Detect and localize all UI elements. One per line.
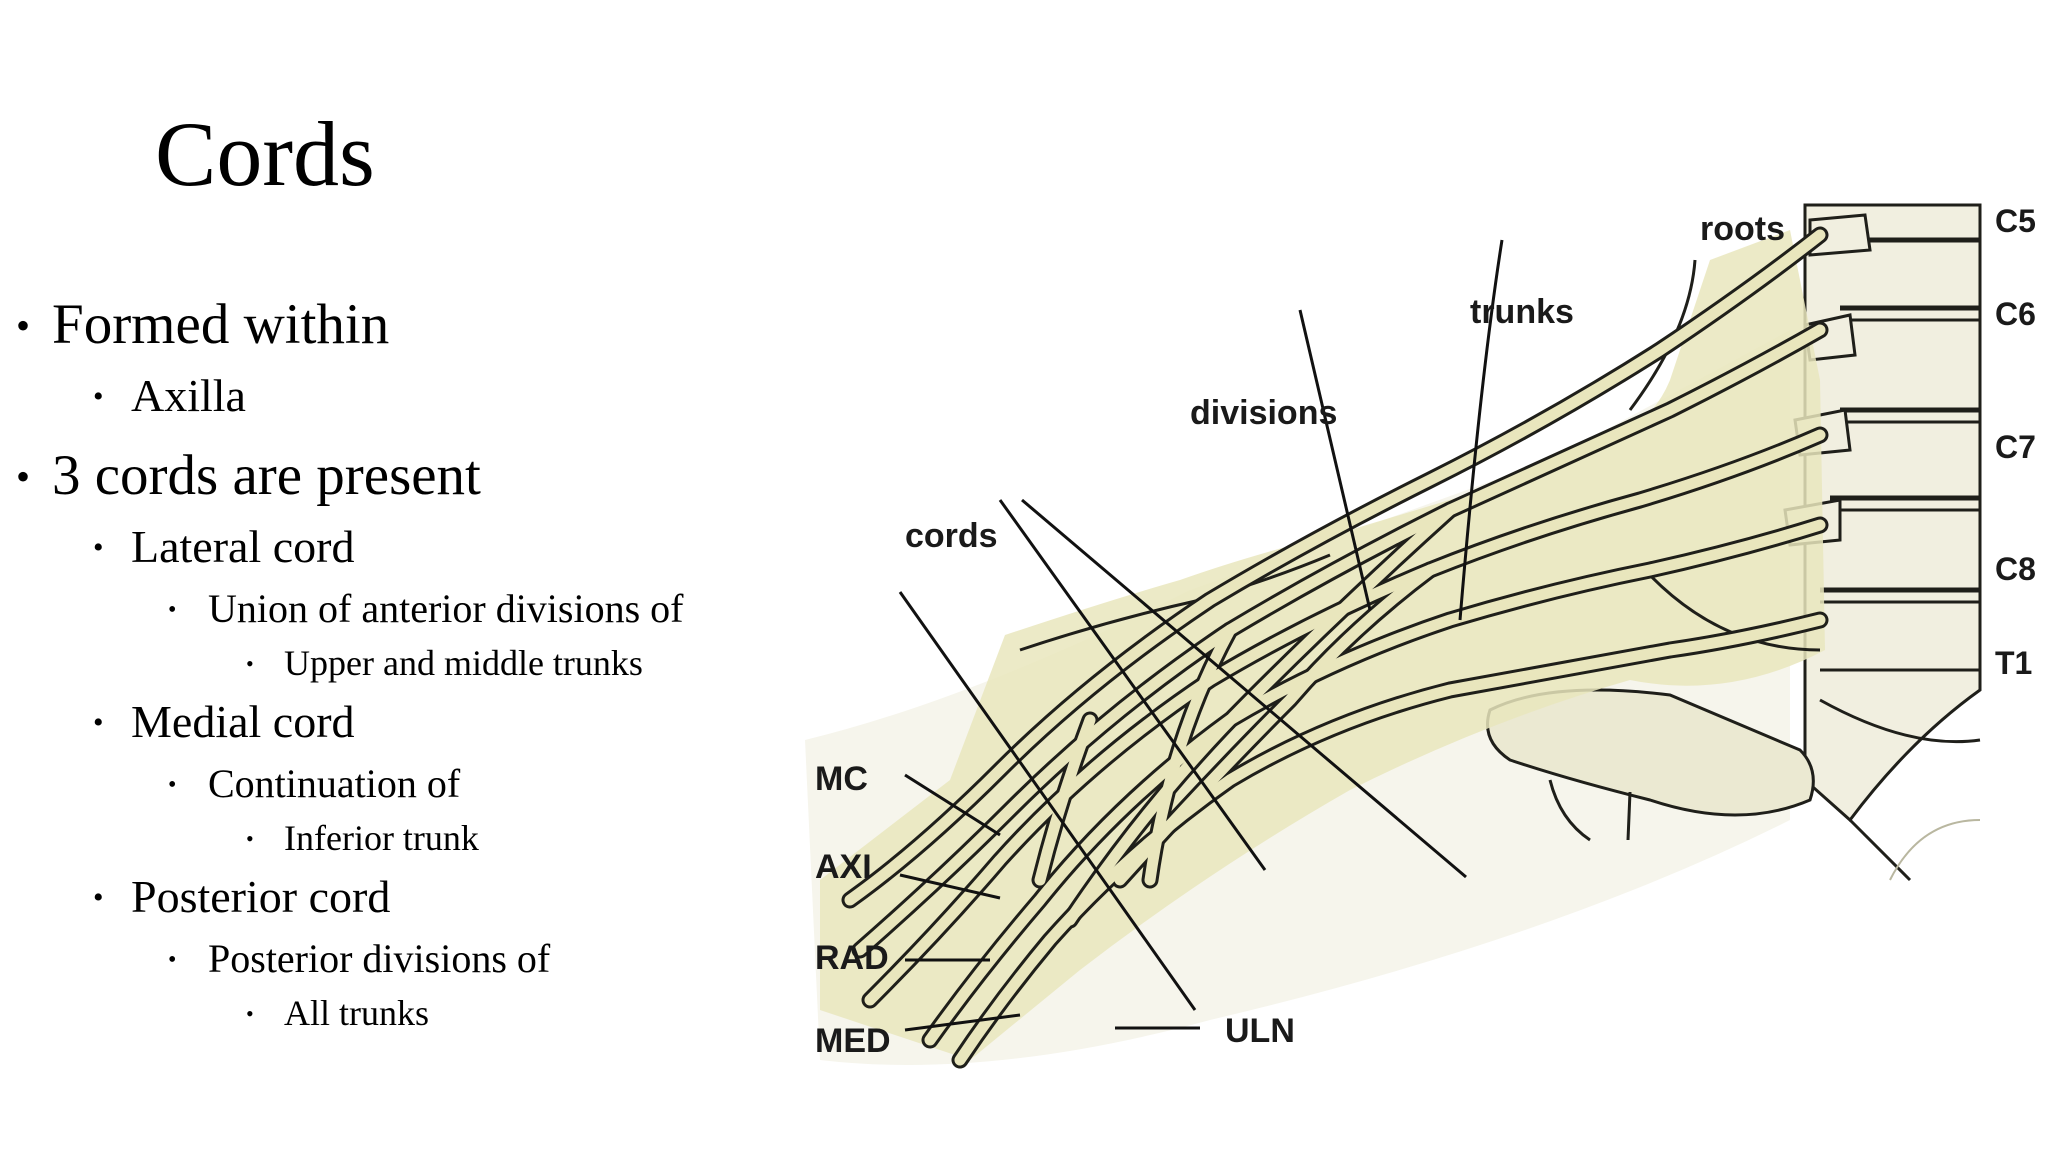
label-mc: MC [815,760,868,798]
brachial-plexus-diagram: roots trunks divisions cords MC AXI RAD … [790,180,2048,1110]
label-c8: C8 [1995,551,2036,587]
bullet-glyph: • [168,597,177,623]
bullet-text: Inferior trunk [284,818,479,858]
brachial-plexus-illustration: roots trunks divisions cords MC AXI RAD … [800,180,2036,1100]
bullet-text: Continuation of [208,761,461,806]
bullet-glyph: • [168,772,177,798]
label-roots: roots [1700,210,1785,248]
leader-lines [898,239,1504,1032]
bullet-text: Axilla [131,370,246,421]
bullet-glyph: • [16,454,31,499]
bullet-text: All trunks [284,993,430,1033]
bullet-text: Union of anterior divisions of [208,586,684,631]
bullet-text: 3 cords are present [52,444,481,507]
bullet-glyph: • [246,1001,254,1026]
label-c5: C5 [1995,203,2036,239]
bullet-glyph: • [93,380,104,413]
bullet-glyph: • [16,303,31,348]
label-rad: RAD [815,939,889,977]
bullet-glyph: • [93,881,104,914]
label-c7: C7 [1995,429,2036,465]
bullet-glyph: • [246,826,254,851]
label-med: MED [815,1022,891,1060]
label-c6: C6 [1995,296,2036,332]
slide-title: Cords [155,103,375,205]
bullet-list: • Formed within • Axilla • 3 cords are p… [0,0,790,1152]
label-t1: T1 [1995,645,2032,681]
label-trunks: trunks [1470,293,1574,331]
label-axi: AXI [815,848,872,886]
bullet-glyph: • [168,947,177,973]
label-cords: cords [905,517,998,555]
bullet-text: Posterior cord [131,871,391,922]
bullet-glyph: • [246,651,254,676]
bullet-text: Posterior divisions of [208,936,551,981]
label-uln: ULN [1225,1012,1295,1050]
bullet-text: Lateral cord [131,521,355,572]
bullet-glyph: • [93,531,104,564]
bullet-text: Formed within [52,293,390,356]
bullet-glyph: • [93,706,104,739]
bullet-text: Upper and middle trunks [284,643,643,683]
nerve-strands [841,226,1829,1069]
first-rib-bone [1486,688,1815,842]
bullet-text: Medial cord [131,696,355,747]
label-divisions: divisions [1190,394,1337,432]
